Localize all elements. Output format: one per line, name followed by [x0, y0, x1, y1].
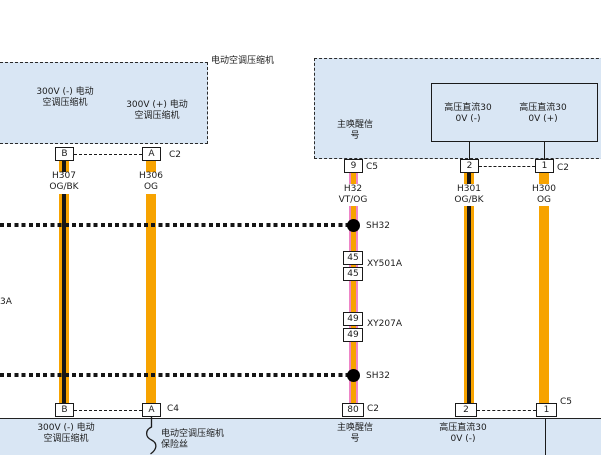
- band-divider-line: [545, 418, 546, 455]
- pin-link-dash-bottom-left: [74, 410, 142, 411]
- inline-pin-45-bottom: 45: [343, 267, 363, 281]
- wire-h306: [146, 194, 156, 403]
- inline-connector-xy501a-label: XY501A: [367, 259, 402, 269]
- pin-b-bottom: B: [55, 403, 74, 417]
- bottom-destination-band: [0, 418, 601, 455]
- inline-pin-49-top: 49: [343, 312, 363, 326]
- wire-label-h307: H307 OG/BK: [49, 171, 79, 192]
- hv-pos-drop-line: [544, 141, 545, 159]
- pin-link-dash-top-right: [479, 166, 535, 167]
- wake-signal-label: 主唤醒信 号: [336, 120, 373, 141]
- compressor-300v-pos-label: 300V (+) 电动 空调压缩机: [126, 100, 188, 121]
- wire-h301-stub: [464, 173, 474, 184]
- wire-h306-stub: [146, 161, 156, 172]
- wire-h32-stub: [349, 173, 358, 184]
- band-300v-neg-label: 300V (-) 电动 空调压缩机: [37, 423, 95, 444]
- band-wake-signal-label: 主唤醒信 号: [336, 423, 373, 444]
- splice-sh32-top-dot: [347, 219, 360, 232]
- connector-c4-bottom: C4: [167, 404, 180, 414]
- pin-b-top: B: [55, 147, 74, 161]
- connector-c2-top-left: C2: [169, 150, 182, 160]
- pin-a-top: A: [142, 147, 161, 161]
- pin-9-top: 9: [344, 159, 363, 173]
- splice-sh32-bottom-label: SH32: [366, 371, 390, 381]
- compressor-300v-neg-label: 300V (-) 电动 空调压缩机: [36, 87, 94, 108]
- wire-h300-stub: [539, 173, 549, 184]
- pin-link-dash-top-left: [74, 154, 142, 155]
- connector-c5-bottom: C5: [560, 397, 573, 407]
- dotted-link-line-bottom: [0, 373, 349, 377]
- wire-h307: [59, 194, 69, 403]
- pin-1-top: 1: [535, 159, 554, 173]
- splice-sh32-bottom-dot: [347, 369, 360, 382]
- wire-h301: [464, 206, 474, 403]
- left-edge-partial-label: 3A: [0, 297, 12, 307]
- wire-label-h32: H32 VT/OG: [338, 184, 368, 205]
- compressor-component-box: [0, 62, 208, 144]
- pin-2-bottom: 2: [455, 403, 477, 417]
- band-hv-dc-neg-label: 高压直流30 0V (-): [439, 423, 487, 444]
- inline-connector-xy207a-label: XY207A: [367, 319, 402, 329]
- hv-dc-inner-box: [431, 83, 598, 142]
- inline-pin-49-bottom: 49: [343, 328, 363, 342]
- wire-h307-stub: [59, 161, 69, 172]
- hv-dc-neg-label: 高压直流30 0V (-): [444, 103, 492, 124]
- pin-1-bottom: 1: [536, 403, 557, 417]
- pin-2-top: 2: [460, 159, 479, 173]
- fuse-symbol: [145, 416, 157, 455]
- connector-c5-top: C5: [366, 162, 379, 172]
- pin-a-bottom: A: [142, 403, 161, 417]
- wire-label-h301: H301 OG/BK: [454, 184, 484, 205]
- hv-dc-pos-label: 高压直流30 0V (+): [519, 103, 567, 124]
- pin-80-bottom: 80: [342, 403, 364, 417]
- wire-label-h300: H300 OG: [532, 184, 556, 205]
- connector-c2-top-right: C2: [557, 163, 570, 173]
- band-fuse-label: 电动空调压缩机 保险丝: [161, 429, 225, 450]
- inline-pin-45-top: 45: [343, 251, 363, 265]
- wire-h32: [349, 206, 358, 403]
- compressor-box-title: 电动空调压缩机: [211, 56, 275, 66]
- splice-sh32-top-label: SH32: [366, 221, 390, 231]
- wire-h300: [539, 206, 549, 403]
- wire-label-h306: H306 OG: [139, 171, 163, 192]
- connector-c2-bottom: C2: [367, 404, 380, 414]
- pin-link-dash-bottom-right: [477, 410, 536, 411]
- hv-neg-drop-line: [469, 141, 470, 159]
- dotted-link-line-top: [0, 223, 349, 227]
